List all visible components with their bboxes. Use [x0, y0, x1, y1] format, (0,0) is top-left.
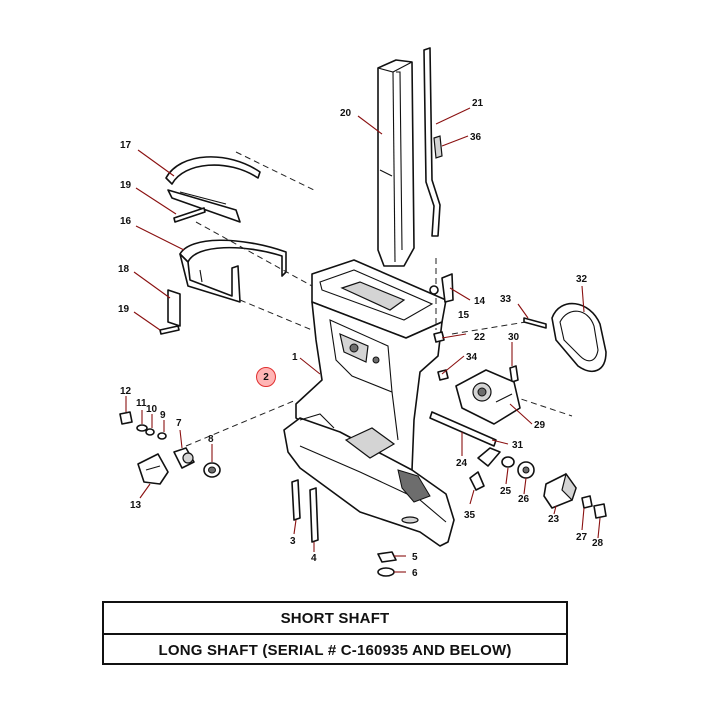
hotspot-label: 2	[263, 371, 269, 383]
side-bracket	[167, 289, 181, 327]
bracket-frame	[179, 239, 287, 303]
callout-labels: 1 3 4 5 6 7 8 9 10 11 12 13 14 15 16 17 …	[118, 98, 604, 579]
callout-21: 21	[472, 98, 484, 109]
callout-29: 29	[534, 420, 546, 431]
callout-19-upper: 19	[120, 180, 132, 191]
callout-27: 27	[576, 532, 588, 543]
callout-23: 23	[548, 514, 560, 525]
callout-5: 5	[412, 552, 418, 563]
callout-17: 17	[120, 140, 132, 151]
callout-13: 13	[130, 500, 142, 511]
trim-assembly	[429, 411, 607, 519]
callout-4: 4	[311, 553, 317, 564]
water-pump	[455, 369, 521, 425]
callout-18: 18	[118, 264, 130, 275]
top-plate	[165, 156, 261, 223]
cover-plate	[551, 302, 607, 373]
shaft-length-caption: SHORT SHAFT LONG SHAFT (SERIAL # C-16093…	[102, 601, 568, 665]
highlighted-part-hotspot[interactable]: 2	[256, 367, 276, 387]
pin	[433, 135, 443, 159]
callout-35: 35	[464, 510, 476, 521]
callout-25: 25	[500, 486, 512, 497]
callout-19-lower: 19	[118, 304, 130, 315]
callout-9: 9	[160, 410, 166, 421]
callout-20: 20	[340, 108, 352, 119]
water-tube	[423, 47, 441, 237]
callout-15: 15	[458, 310, 470, 321]
callout-24: 24	[456, 458, 468, 469]
callout-34: 34	[466, 352, 478, 363]
callout-31: 31	[512, 440, 524, 451]
callout-14: 14	[474, 296, 486, 307]
callout-22: 22	[474, 332, 486, 343]
callout-11: 11	[136, 398, 147, 409]
caption-long-shaft: LONG SHAFT (SERIAL # C-160935 AND BELOW)	[158, 641, 512, 659]
callout-30: 30	[508, 332, 520, 343]
callout-6: 6	[412, 568, 418, 579]
callout-7: 7	[176, 418, 182, 429]
callout-1: 1	[292, 352, 298, 363]
callout-26: 26	[518, 494, 530, 505]
callout-10: 10	[146, 404, 158, 415]
driveshaft-tube	[377, 59, 415, 267]
main-housing	[283, 259, 455, 547]
callout-16: 16	[120, 216, 132, 227]
callout-8: 8	[208, 434, 214, 445]
callout-12: 12	[120, 386, 132, 397]
callout-32: 32	[576, 274, 588, 285]
callout-28: 28	[592, 538, 604, 549]
caption-short-shaft: SHORT SHAFT	[104, 603, 566, 635]
leader-lines	[125, 107, 601, 573]
callout-36: 36	[470, 132, 482, 143]
lower-fittings	[137, 447, 221, 485]
callout-3: 3	[290, 536, 296, 547]
callout-33: 33	[500, 294, 512, 305]
small-hardware	[119, 207, 547, 577]
